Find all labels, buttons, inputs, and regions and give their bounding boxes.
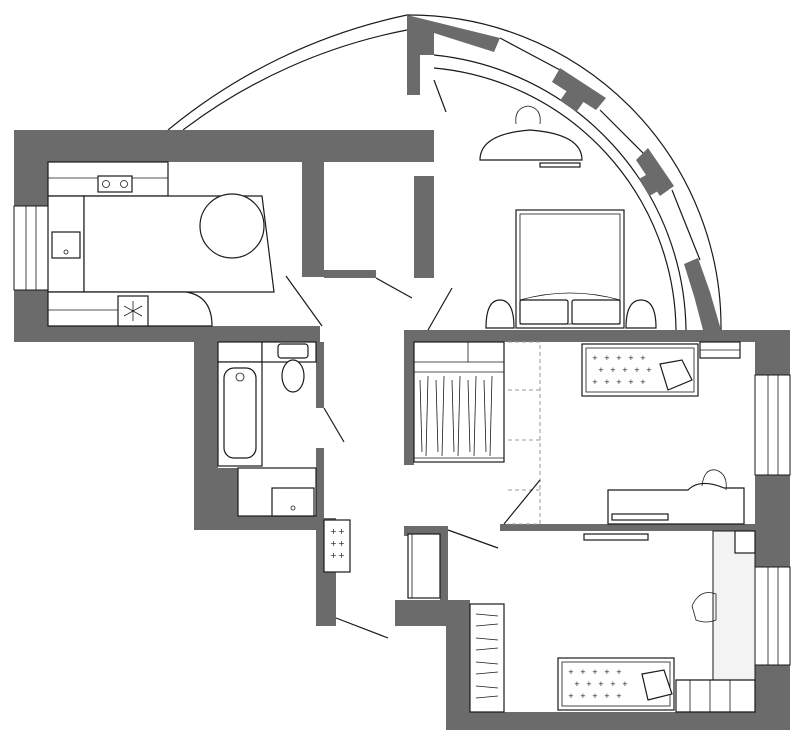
- svg-text:+: +: [640, 378, 646, 386]
- svg-text:+: +: [616, 378, 622, 386]
- wardrobe: [413, 341, 541, 525]
- chair-icon: [701, 469, 727, 491]
- wardrobe-door: [503, 479, 541, 525]
- svg-text:+: +: [580, 692, 586, 700]
- storage-shelf: [323, 519, 351, 573]
- svg-text:+: +: [628, 378, 634, 386]
- svg-text:+: +: [338, 539, 345, 548]
- entrance-door: [335, 617, 389, 639]
- svg-text:+: +: [634, 366, 640, 374]
- bathroom: [217, 341, 345, 517]
- lamp-icon: [479, 105, 583, 168]
- nightstand-left: [485, 299, 515, 329]
- svg-text:+: +: [604, 668, 610, 676]
- nightstand-right: [625, 299, 657, 329]
- svg-text:+: +: [330, 539, 337, 548]
- childrens-room-door: [447, 529, 499, 549]
- bed-icon: [515, 209, 625, 329]
- hall: ++ ++ ++: [323, 277, 453, 639]
- desk-lower: [712, 530, 756, 682]
- svg-text:+: +: [592, 668, 598, 676]
- svg-text:+: +: [616, 668, 622, 676]
- wardrobe-lower: [469, 603, 505, 713]
- kitchen-door: [285, 275, 323, 327]
- svg-text:+: +: [604, 692, 610, 700]
- svg-text:+: +: [568, 692, 574, 700]
- sink-icon: [51, 231, 81, 259]
- walls: [14, 15, 790, 730]
- svg-text:+: +: [604, 378, 610, 386]
- svg-text:+: +: [610, 680, 616, 688]
- svg-text:+: +: [604, 354, 610, 362]
- childrens-room-lower: +++++ +++++ +++++: [447, 529, 756, 713]
- toilet-icon: [277, 343, 309, 393]
- svg-text:+: +: [574, 680, 580, 688]
- svg-text:+: +: [616, 354, 622, 362]
- svg-text:+: +: [640, 354, 646, 362]
- svg-text:+: +: [622, 680, 628, 688]
- bedroom-window-door: [433, 79, 447, 113]
- svg-text:+: +: [622, 366, 628, 374]
- svg-text:+: +: [628, 354, 634, 362]
- bedroom-arc-window: [167, 14, 722, 331]
- svg-text:+: +: [616, 692, 622, 700]
- chair-icon: [691, 592, 717, 623]
- svg-text:+: +: [330, 527, 337, 536]
- bedroom: [433, 79, 657, 329]
- svg-text:+: +: [592, 378, 598, 386]
- kitchen: [47, 161, 323, 327]
- svg-text:+: +: [598, 366, 604, 374]
- bathroom-door: [323, 407, 345, 443]
- svg-text:+: +: [592, 692, 598, 700]
- svg-text:+: +: [568, 668, 574, 676]
- windows: [13, 205, 791, 666]
- snowflake-icon: [123, 301, 143, 321]
- closet-door: [375, 277, 413, 299]
- svg-text:+: +: [338, 551, 345, 560]
- stove-burner-icon: [97, 175, 133, 193]
- svg-text:+: +: [598, 680, 604, 688]
- svg-text:+: +: [586, 680, 592, 688]
- svg-text:+: +: [592, 354, 598, 362]
- bed-icon: +++++ +++++ +++++: [581, 343, 699, 397]
- svg-text:+: +: [338, 527, 345, 536]
- kitchen-round-table: [199, 193, 265, 259]
- svg-text:+: +: [646, 366, 652, 374]
- svg-text:+: +: [330, 551, 337, 560]
- bedroom-door: [427, 287, 453, 331]
- svg-text:+: +: [580, 668, 586, 676]
- bed-icon: +++++ +++++ +++++: [557, 657, 675, 711]
- childrens-room-upper: +++++ +++++ +++++: [581, 341, 745, 525]
- svg-text:+: +: [610, 366, 616, 374]
